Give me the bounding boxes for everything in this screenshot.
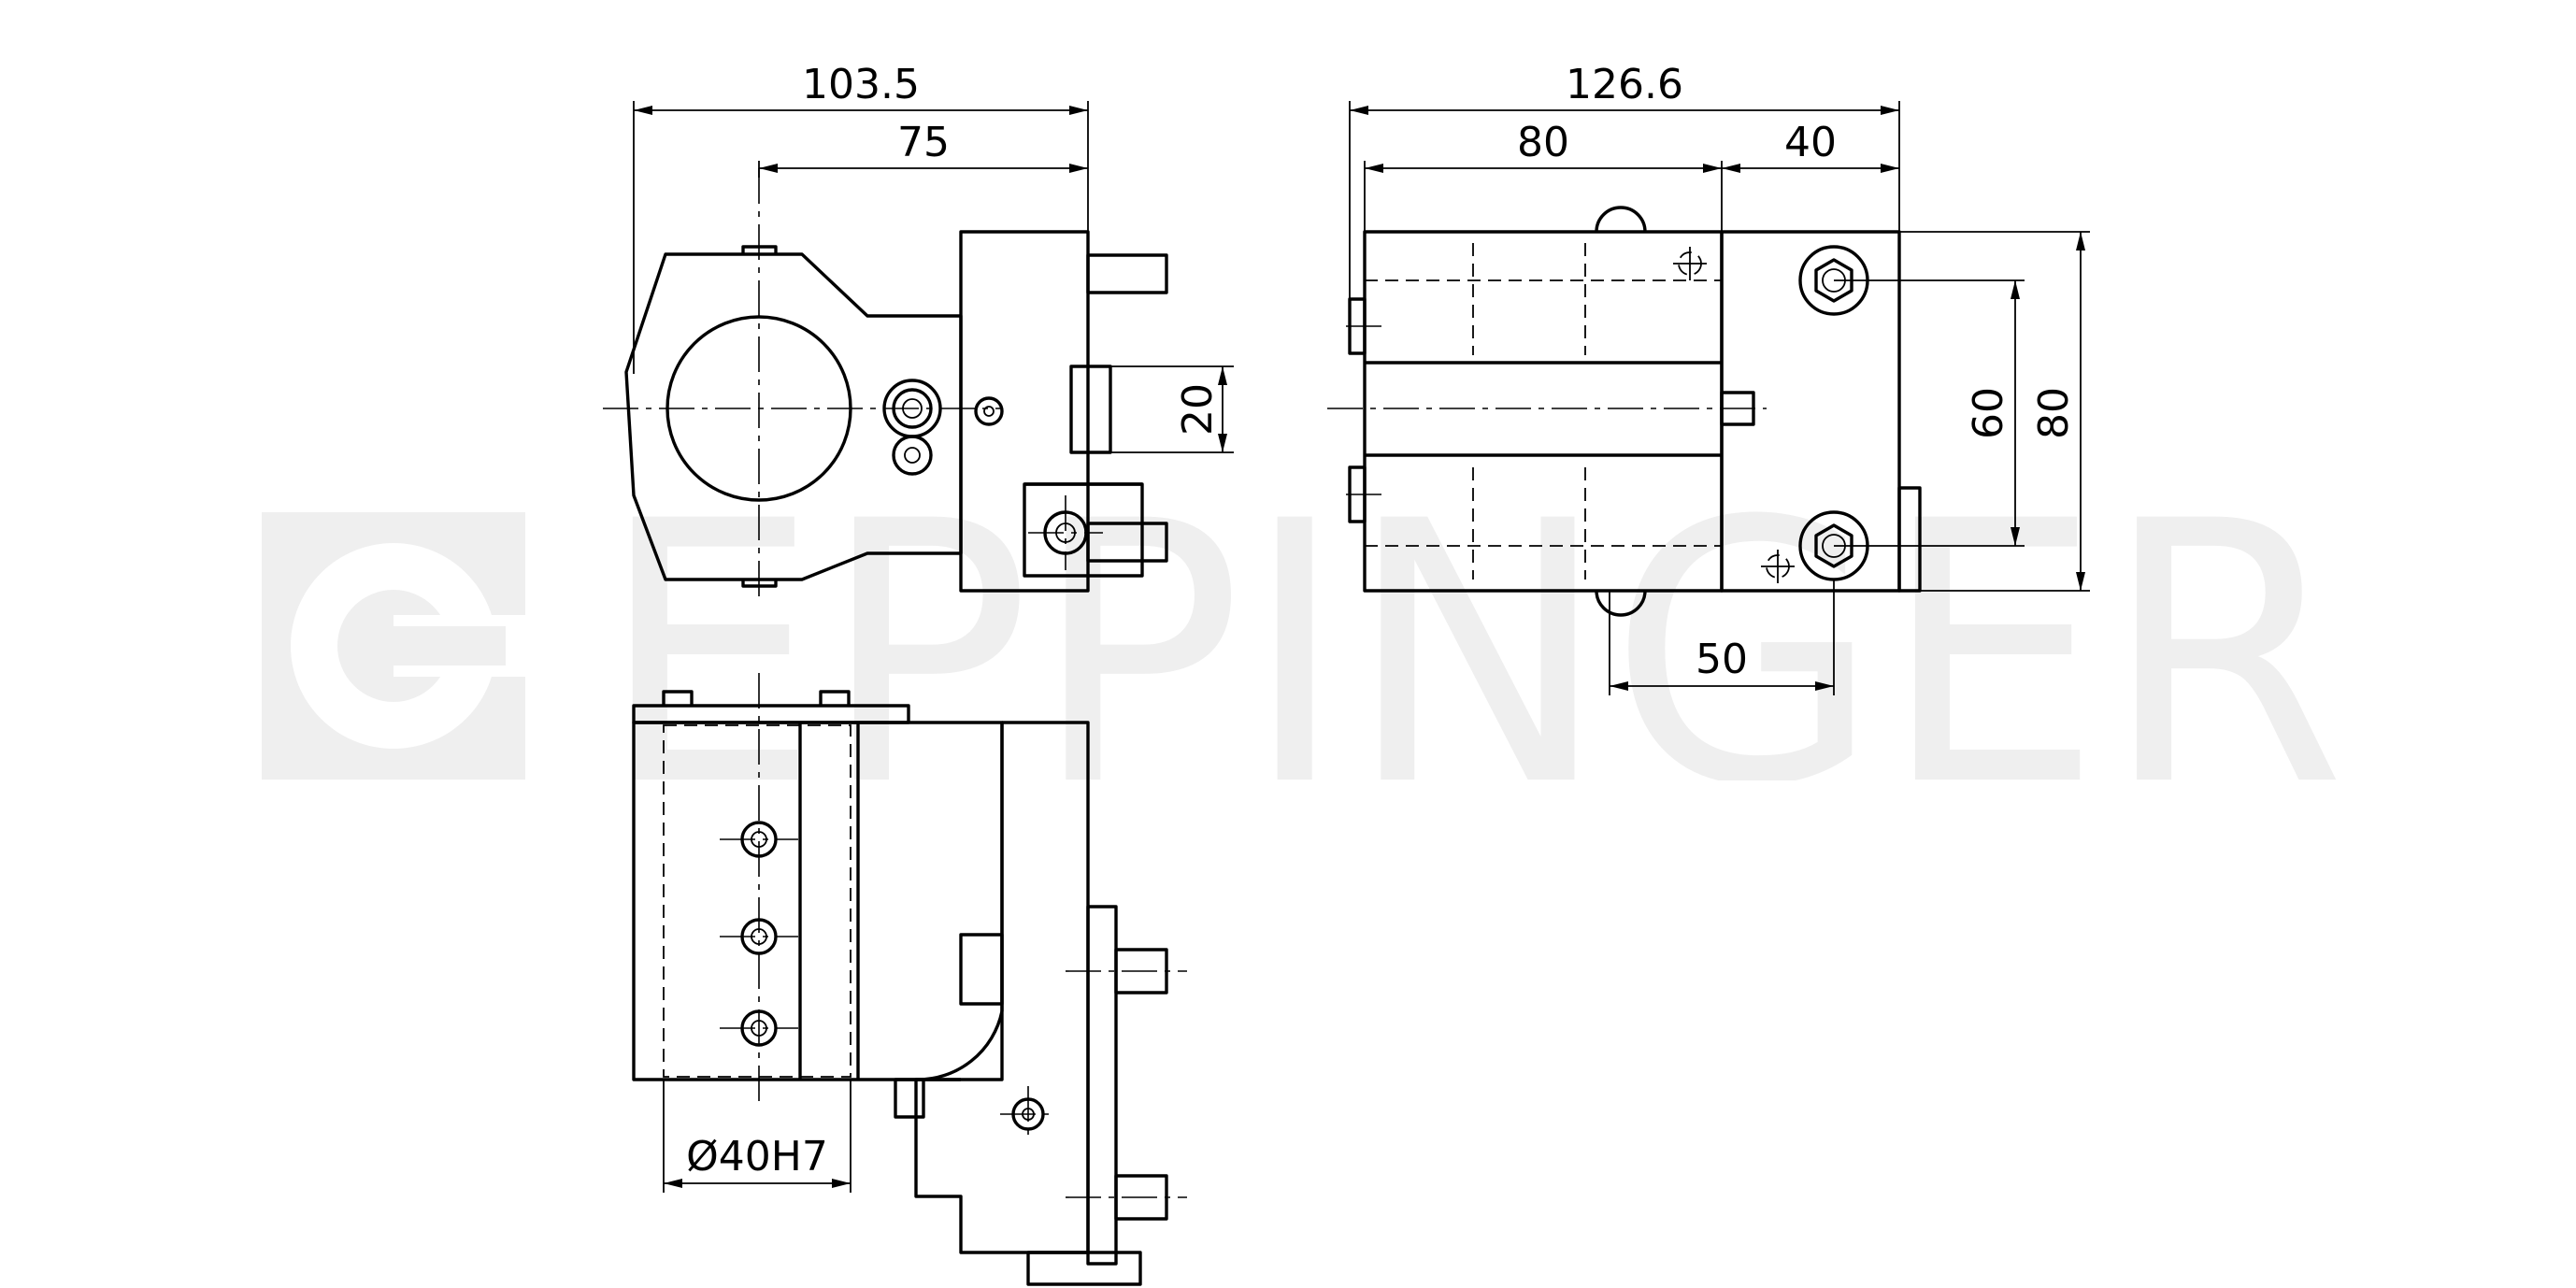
eppinger-logo-icon <box>262 512 525 780</box>
bore-outline <box>663 724 852 1078</box>
watermark-text: EPPINGER <box>598 446 2346 866</box>
dim-key-width: 20 <box>1174 383 1222 436</box>
mounting-rail <box>1086 905 1118 1266</box>
upper-pin <box>1086 253 1168 294</box>
dim-flange-length: 40 <box>1784 119 1837 166</box>
holder-body-outline <box>624 252 963 581</box>
crosshair-icon <box>1761 550 1795 583</box>
dim-bolt-offset: 50 <box>1696 636 1748 683</box>
key-slot <box>1069 365 1112 454</box>
shank-body <box>914 721 1090 1254</box>
side-view: 126.6 80 40 60 80 50 <box>1327 61 2090 695</box>
dim-body-length: 80 <box>1517 119 1569 166</box>
small-screw-icon <box>974 396 1004 426</box>
eppinger-watermark: EPPINGER <box>262 446 2346 866</box>
mounting-block <box>959 230 1090 593</box>
lower-pin <box>1086 522 1168 563</box>
front-view: 103.5 75 20 <box>603 61 1234 598</box>
dim-side-overall: 126.6 <box>1566 61 1683 108</box>
dim-bore-diameter: Ø40H7 <box>686 1133 828 1181</box>
top-view: Ø40H7 <box>632 673 1187 1286</box>
dim-center-to-face: 75 <box>897 119 950 166</box>
crosshair-icon <box>1673 247 1707 280</box>
dim-overall-width: 103.5 <box>802 61 920 108</box>
coolant-fitting-icon <box>882 379 942 476</box>
dim-height: 80 <box>2030 387 2078 439</box>
dim-bolt-spacing: 60 <box>1965 387 2012 439</box>
